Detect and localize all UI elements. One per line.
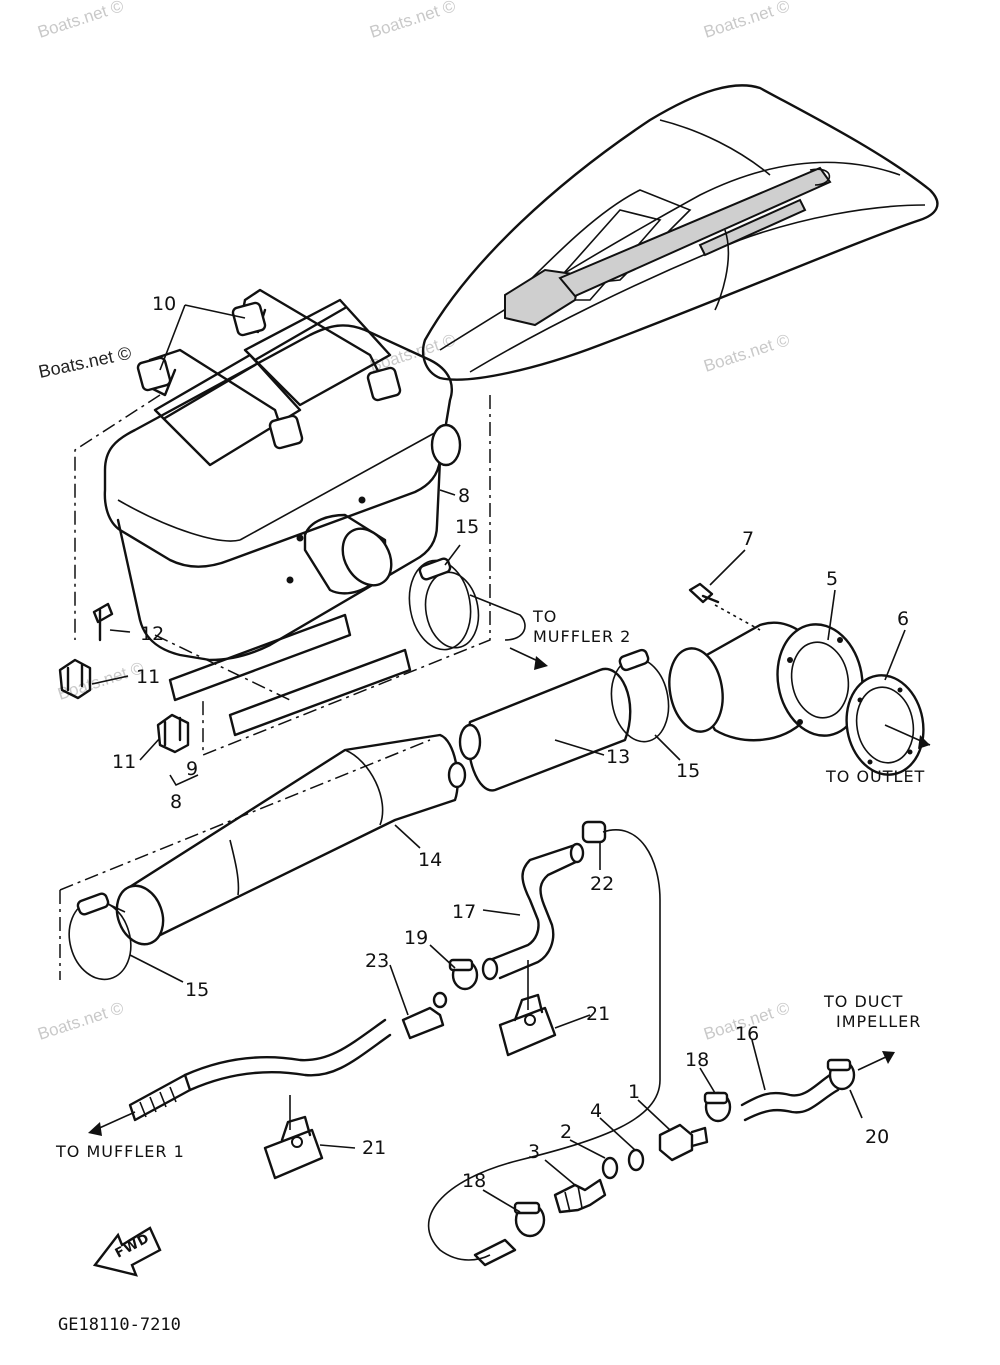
pipe-holder-lower: [263, 1115, 324, 1180]
muffler-box: [103, 288, 462, 662]
cooling-hose-muffler1: [88, 1018, 392, 1136]
watercraft-hull-illustration: [421, 84, 939, 381]
watermark: Boats.net ©: [35, 998, 126, 1044]
figure-code: GE18110-7210: [58, 1315, 181, 1335]
to-muffler2-label: TO: [532, 607, 557, 626]
callout-3: 3: [528, 1141, 540, 1163]
callout-16: 16: [735, 1023, 759, 1045]
washer-2: [601, 1156, 619, 1180]
impeller-label: IMPELLER: [836, 1012, 921, 1031]
clamp-19: [448, 958, 479, 991]
callout-2: 2: [560, 1121, 572, 1143]
watermark-group: Boats.net © Boats.net © Boats.net © Boat…: [35, 0, 792, 1044]
callout-10: 10: [152, 293, 176, 315]
to-muffler1-label: TO MUFFLER 1: [55, 1142, 185, 1161]
to-outlet-label: TO OUTLET: [825, 767, 925, 786]
hose-clamp-right: [610, 648, 670, 743]
clamp-18-upper: [703, 1091, 732, 1123]
callout-12: 12: [140, 623, 164, 645]
callout-18: 18: [462, 1170, 486, 1192]
to-muffler2-label: MUFFLER 2: [533, 627, 631, 646]
callout-numbers: 10 8 15 7 5 6 12 11 11 9 8 13 15 14 22 1…: [112, 293, 909, 1192]
callout-1: 1: [628, 1081, 640, 1103]
leader-lines: [91, 304, 906, 1213]
callout-17: 17: [452, 901, 476, 923]
callout-21: 21: [362, 1137, 386, 1159]
fitting-3: [553, 1178, 607, 1214]
hose-clamp-lower: [68, 892, 132, 981]
watermark: Boats.net ©: [35, 0, 126, 42]
joint-23: [401, 991, 448, 1040]
exhaust-elbow: [668, 621, 864, 742]
fitting-1: [658, 1123, 709, 1162]
watermark: Boats.net ©: [701, 330, 792, 376]
callout-5: 5: [826, 568, 838, 590]
to-duct-label: TO DUCT: [823, 992, 903, 1011]
pipe-holder-upper: [498, 993, 557, 1057]
callout-8: 8: [170, 791, 182, 813]
flow-arrows: [509, 647, 548, 670]
bolt-7: [688, 582, 761, 631]
callout-15: 15: [185, 979, 209, 1001]
exhaust-hose-13: [458, 667, 632, 792]
clamp-18-lower: [513, 1201, 546, 1238]
fwd-arrow-icon: FWD: [92, 1226, 162, 1277]
watermark: Boats.net ©: [701, 0, 792, 42]
washer-4: [627, 1148, 645, 1172]
gasket-6: [845, 674, 931, 776]
hose-clamp-upper: [408, 557, 526, 651]
callout-18: 18: [685, 1049, 709, 1071]
callout-7: 7: [742, 528, 754, 550]
bypass-pipe-17: [481, 842, 585, 981]
callout-20: 20: [865, 1126, 889, 1148]
rubber-pads: [168, 613, 412, 737]
callout-9: 9: [186, 758, 198, 780]
callout-11: 11: [112, 751, 136, 773]
callout-13: 13: [606, 746, 630, 768]
callout-8: 8: [458, 485, 470, 507]
callout-4: 4: [590, 1100, 602, 1122]
callout-22: 22: [590, 873, 614, 895]
callout-6: 6: [897, 608, 909, 630]
watermark: Boats.net ©: [367, 0, 458, 42]
watermark-dark: Boats.net ©: [37, 343, 133, 382]
callout-15: 15: [455, 516, 479, 538]
hose-16: [740, 1073, 840, 1122]
direction-labels: TO MUFFLER 2 TO OUTLET TO DUCT IMPELLER …: [55, 607, 925, 1161]
callout-19: 19: [404, 927, 428, 949]
hose-stub: [473, 1238, 517, 1267]
callout-14: 14: [418, 849, 442, 871]
callout-23: 23: [365, 950, 389, 972]
callout-21: 21: [586, 1003, 610, 1025]
cap-22: [427, 820, 661, 1261]
exhaust-pipe-14: [115, 733, 467, 946]
bracket-and-bolt: [58, 602, 190, 754]
clamp-20: [826, 1051, 895, 1091]
callout-15: 15: [676, 760, 700, 782]
callout-11: 11: [136, 666, 160, 688]
